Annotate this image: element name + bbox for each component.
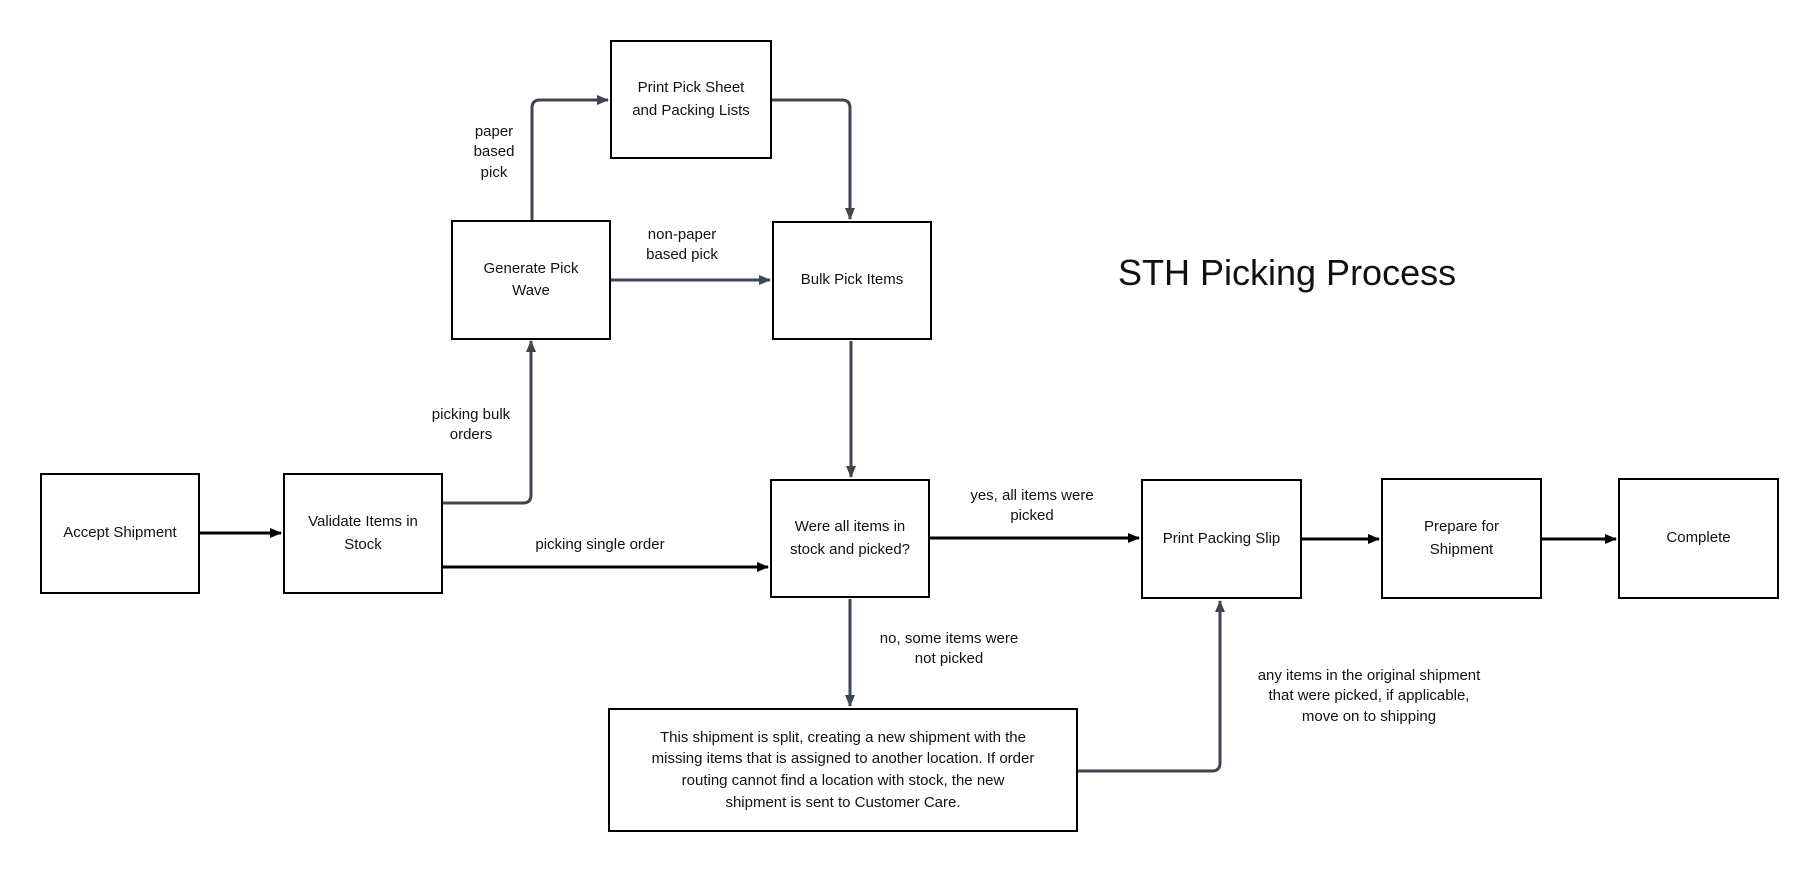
edge-label-no-items-not-picked: no, some items were not picked (879, 630, 1019, 668)
edge-printsheet-to-bulk (772, 98, 855, 220)
node-label: Accept Shipment (63, 524, 177, 542)
edge-label-picking-bulk-orders: picking bulk orders (431, 406, 511, 444)
edge-generate-to-printsheet (530, 95, 609, 220)
node-decision-all-picked: Were all items in stock and picked? (770, 479, 930, 598)
edge-label-paper-based-pick: paper based pick (473, 123, 515, 181)
node-prepare-for-shipment: Prepare for Shipment (1381, 478, 1542, 599)
node-label: Were all items in stock and picked? (789, 518, 911, 558)
node-label: Complete (1666, 529, 1731, 547)
node-bulk-pick-items: Bulk Pick Items (772, 221, 932, 340)
edge-split-to-packingslip (1078, 600, 1225, 773)
node-validate-items: Validate Items in Stock (283, 473, 443, 594)
node-label: Print Pick Sheet and Packing Lists (632, 79, 750, 119)
edge-label-yes-all-items-picked: yes, all items were picked (970, 487, 1094, 525)
node-label: Bulk Pick Items (800, 271, 904, 289)
node-print-pick-sheet: Print Pick Sheet and Packing Lists (610, 40, 772, 159)
node-label: Prepare for Shipment (1423, 518, 1500, 558)
edge-label-non-paper-based-pick: non-paper based pick (646, 226, 718, 264)
diagram-title: STH Picking Process (1118, 252, 1457, 293)
edge-label-any-items-picked: any items in the original shipment that … (1257, 667, 1481, 725)
node-print-packing-slip: Print Packing Slip (1141, 479, 1302, 599)
node-generate-pick-wave: Generate Pick Wave (451, 220, 611, 340)
node-label: Generate Pick Wave (483, 259, 579, 300)
node-label: Validate Items in Stock (308, 513, 418, 553)
node-accept-shipment: Accept Shipment (40, 473, 200, 594)
node-label: Print Packing Slip (1162, 529, 1281, 547)
node-complete: Complete (1618, 478, 1779, 599)
node-split-shipment: This shipment is split, creating a new s… (608, 708, 1078, 832)
edge-label-picking-single-order: picking single order (535, 536, 665, 553)
node-label: This shipment is split, creating a new s… (651, 728, 1035, 811)
